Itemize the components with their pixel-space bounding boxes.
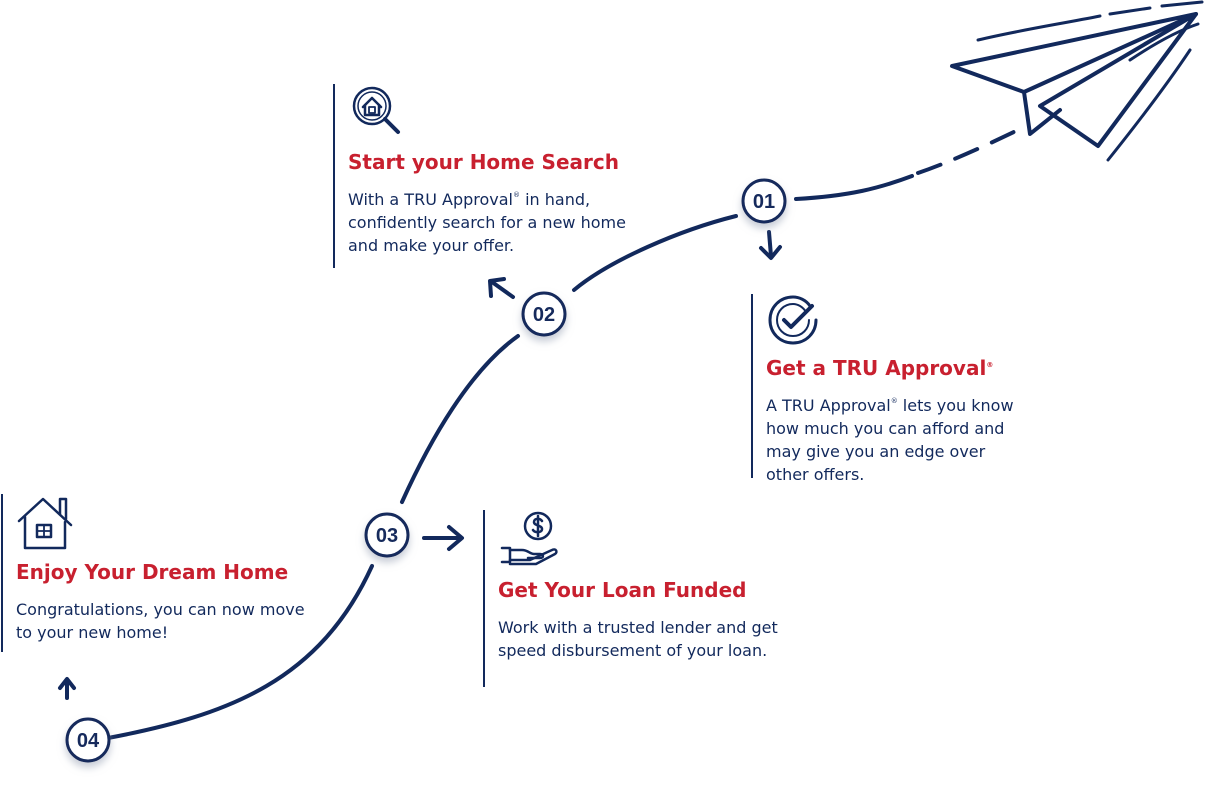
step-title: Get a TRU Approval®: [766, 356, 994, 380]
arrow-up-left-icon: [488, 277, 515, 299]
home-icon: [17, 497, 73, 550]
step-03-card: Get Your Loan Funded Work with a trusted…: [483, 510, 788, 687]
direction-arrows: [58, 230, 782, 700]
arrow-up-icon: [58, 677, 76, 700]
arrow-down-icon: [759, 230, 782, 260]
step-description: A TRU Approval® lets you know how much y…: [766, 396, 1014, 484]
journey-path: [106, 174, 914, 740]
step-title: Get Your Loan Funded: [498, 578, 747, 602]
step-description: Congratulations, you can now move to you…: [16, 600, 305, 642]
step-number: 04: [77, 730, 100, 752]
step-description: With a TRU Approval® in hand, confidentl…: [348, 190, 626, 255]
step-badge-02: 02: [521, 291, 567, 337]
step-number: 03: [376, 525, 398, 547]
check-badge-icon: [768, 295, 818, 345]
step-04-card: Enjoy Your Dream Home Congratulations, y…: [1, 494, 316, 652]
step-title: Enjoy Your Dream Home: [16, 560, 289, 584]
step-02-card: Start your Home Search With a TRU Approv…: [333, 84, 648, 268]
plane-trail: [916, 126, 1024, 175]
step-badge-01: 01: [741, 178, 787, 224]
house-search-icon: [352, 86, 400, 134]
hand-money-icon: [500, 511, 558, 566]
step-number: 01: [753, 191, 775, 213]
step-badge-03: 03: [364, 512, 410, 558]
arrow-right-icon: [422, 525, 464, 551]
step-01-card: Get a TRU Approval® A TRU Approval® lets…: [751, 294, 1016, 484]
step-badge-04: 04: [65, 717, 111, 763]
step-description: Work with a trusted lender and get speed…: [498, 618, 778, 660]
paper-plane-icon: [950, 0, 1204, 162]
step-title: Start your Home Search: [348, 150, 619, 174]
step-number: 02: [533, 304, 555, 326]
